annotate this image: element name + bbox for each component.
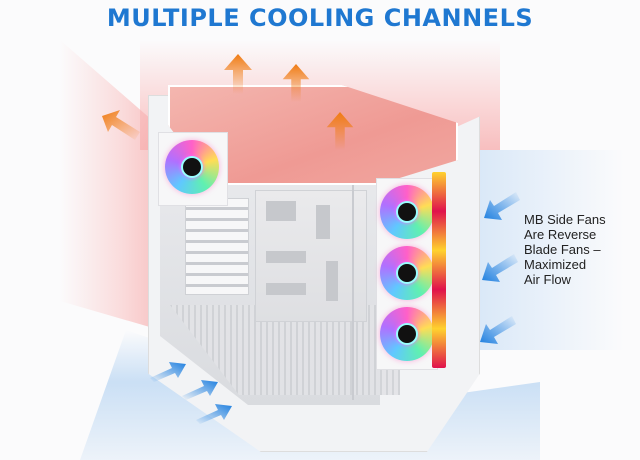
intake-arrow-left-icon [480, 316, 516, 344]
page-title: MULTIPLE COOLING CHANNELS [106, 4, 534, 32]
callout-line: MB Side Fans [524, 212, 606, 227]
glass-panel-edge [352, 180, 354, 400]
intake-arrow-right-icon [150, 362, 186, 382]
side-rgb-fan-2 [380, 246, 434, 300]
intake-arrow-right-icon [196, 404, 232, 424]
intake-arrow-left-icon [484, 192, 520, 220]
side-rgb-fan-1 [380, 185, 434, 239]
intake-arrow-right-icon [182, 380, 218, 400]
side-fans-callout: MB Side Fans Are Reverse Blade Fans – Ma… [524, 212, 634, 287]
exhaust-arrow-up-icon [326, 112, 354, 150]
callout-line: Blade Fans – [524, 242, 601, 257]
exhaust-arrow-up-left-icon [102, 110, 140, 140]
intake-arrow-left-icon [482, 254, 518, 282]
exhaust-arrow-up-icon [282, 64, 310, 102]
rgb-light-strip [432, 172, 446, 368]
pci-expansion-slots [185, 198, 249, 295]
callout-line: Air Flow [524, 272, 571, 287]
side-intake-zone [480, 150, 640, 350]
callout-line: Are Reverse [524, 227, 597, 242]
rear-rgb-fan [165, 140, 219, 194]
side-rgb-fan-3 [380, 307, 434, 361]
motherboard-tray [255, 190, 367, 322]
callout-line: Maximized [524, 257, 587, 272]
exhaust-arrow-up-icon [224, 54, 252, 94]
